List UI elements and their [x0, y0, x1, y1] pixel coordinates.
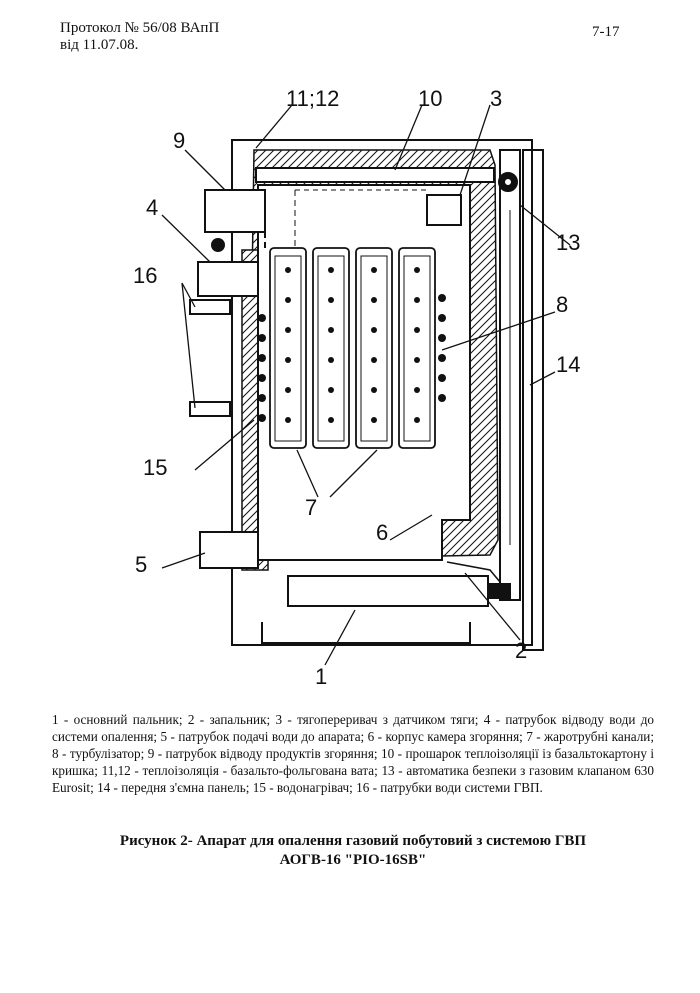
figure-legend: 1 - основний пальник; 2 - запальник; 3 -…	[52, 711, 654, 796]
legend-item: 4 - патрубок відводу води до системи опа…	[52, 712, 655, 744]
legend-item: 14 - передня з'ємна панель;	[97, 780, 250, 795]
legend-item: 3 - тягопереривач з датчиком тяги;	[275, 712, 479, 727]
legend-item: 8 - турбулізатор;	[52, 746, 145, 761]
label-3: 3	[490, 86, 502, 111]
legend-item: 15 - водонагрівач;	[252, 780, 353, 795]
legend-item: 2 - запальник;	[187, 712, 271, 727]
legend-item: 16 - патрубки води системи ГВП.	[356, 780, 543, 795]
legend-item: 7 - жаротрубні канали;	[526, 729, 655, 744]
label-11-12: 11;12	[286, 86, 339, 111]
boiler-diagram: 11;12 10 3 9 4 13 16 8 14 15 7 6 5 2 1	[133, 86, 580, 689]
heating-outlet-pipe	[197, 261, 259, 297]
legend-item: 1 - основний пальник;	[52, 712, 183, 727]
base-frame	[261, 622, 471, 644]
fire-tube-group	[269, 247, 436, 449]
draft-breaker	[426, 194, 462, 226]
water-inlet-pipe	[199, 531, 259, 569]
protocol-date: від 11.07.08.	[60, 37, 139, 53]
dhw-pipe-upper	[189, 299, 231, 315]
top-cover	[255, 167, 495, 183]
label-14: 14	[556, 352, 580, 377]
legend-item: 5 - патрубок подачі води до апарата;	[160, 729, 365, 744]
legend-item: 13 - автоматика безпеки з газовим клапан…	[52, 763, 654, 795]
dhw-pipe-lower	[189, 401, 231, 417]
figure-caption: Рисунок 2- Апарат для опалення газовий п…	[52, 832, 654, 870]
label-4: 4	[146, 195, 158, 220]
label-10: 10	[418, 86, 442, 111]
legend-item: 10 - прошарок теплоізоляції із базальток…	[52, 746, 655, 778]
pilot-burner	[487, 583, 511, 599]
flue-outlet	[204, 189, 266, 233]
label-15: 15	[143, 455, 167, 480]
legend-item: 11,12 - теплоізоляція - базальто-фольгов…	[101, 763, 378, 778]
label-9: 9	[173, 128, 185, 153]
label-2: 2	[515, 638, 527, 663]
front-panel	[522, 149, 544, 651]
label-1: 1	[315, 664, 327, 689]
label-7: 7	[305, 495, 317, 520]
protocol-number: Протокол № 56/08 ВАпП	[60, 20, 220, 36]
turbulators	[211, 238, 446, 423]
label-16: 16	[133, 263, 157, 288]
protocol-header: Протокол № 56/08 ВАпП від 11.07.08.	[60, 20, 219, 54]
label-8: 8	[556, 292, 568, 317]
pilot-tube	[446, 561, 501, 583]
caption-title: Рисунок 2- Апарат для опалення газовий п…	[119, 833, 587, 849]
diagram-labels: 11;12 10 3 9 4 13 16 8 14 15 7 6 5 2 1	[133, 86, 580, 689]
outer-casing	[231, 139, 533, 646]
main-burner	[287, 575, 489, 607]
legend-item: 6 - корпус камера згоряння;	[367, 729, 523, 744]
label-13: 13	[556, 230, 580, 255]
label-6: 6	[376, 520, 388, 545]
legend-item: 9 - патрубок відводу продуктів згоряння;	[147, 746, 378, 761]
caption-model: АОГВ-16 "РІО-16SB"	[279, 852, 427, 868]
page-reference: 7-17	[592, 24, 620, 40]
label-5: 5	[135, 552, 147, 577]
